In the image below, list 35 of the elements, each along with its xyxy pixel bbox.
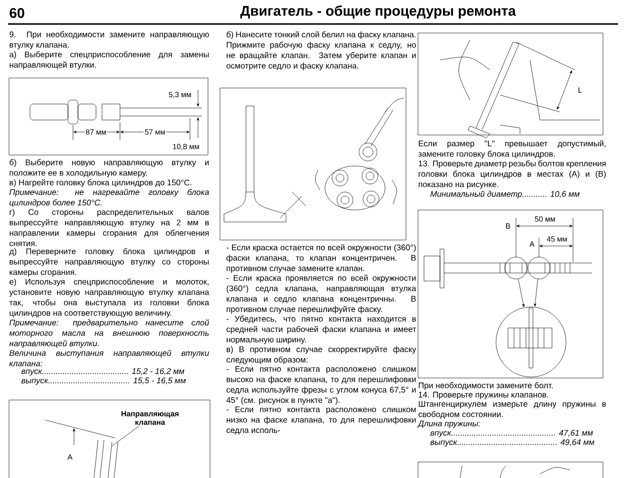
spec-row: впуск...................................... 15,2 - 16,2 мм xyxy=(21,368,184,376)
paragraph: е) Используя спецприспособление и молоток, установите новую направляющую втулку клапана так, чтобы она выступала из головки блока цилиндров на соответствующую величину. xyxy=(9,278,210,318)
paragraph: Длина пружины: xyxy=(417,420,480,428)
paragraph: - Если краска проявляется по всей окружности (360°) седла клапана, направляющая втулка клапана и седло клапана концентричны. В противном случае перешлифуйте фаску. xyxy=(226,274,416,314)
paragraph: - Если пятно контакта расположено слишком низко на фаске клапана, то для перешлифовки седла исполь- xyxy=(226,406,416,435)
paragraph: Примечание: предварительно нанесите слой моторного масла на внешнюю поверхность направляющей втулки. xyxy=(9,319,209,348)
paragraph: б) Нанесите тонкий слой белил на фаску клапана. Прижмите рабочую фаску клапана к седлу, но не вращайте клапан. Затем уберите клапан и осмотрите седло и фаску клапана. xyxy=(226,31,416,70)
paragraph: - Если пятно контакта расположено слишком высоко на фаске клапана, то для перешлифовки седла используйте фрезы с углом конуса 67,5° и 45° (см. рисунок в пункте "а"). xyxy=(226,366,416,405)
paragraph: а) Выберите спецприспособление для замены направляющей втулки. xyxy=(10,51,209,70)
paragraph: в) В противном случае скорректируйте фаску следующим образом: xyxy=(226,346,416,364)
paragraph: Примечание: не нагревайте головку блока цилиндров более 150°C. xyxy=(9,188,209,208)
paragraph: б) Выберите новую направляющую втулку и положите ее в холодильную камеру. xyxy=(10,159,209,178)
paragraph: г) Со стороны распределительных валов выпрессуйте направляющую втулку на 2 мм в направлении камеры сгорания для облегчения снятия. xyxy=(10,208,209,246)
spec-row: впуск.............................................. 47,61 мм xyxy=(430,430,593,438)
paragraph: 14. Проверьте пружины клапанов. xyxy=(418,392,548,400)
paragraph: 13. Проверьте диаметр резьбы болтов крепления головки блока цилиндров в местах (А) и (В) показано на рисунке. xyxy=(418,160,606,189)
detail-circle xyxy=(496,306,566,378)
page-number: 60 xyxy=(10,8,24,18)
paragraph: - Убедитесь, что пятно контакта находится в средней части рабочей фаски клапана и имеет нормальную ширину. xyxy=(226,316,416,344)
paragraph: Если размер "L" превышает допустимый, замените головку блока цилиндров. xyxy=(418,140,606,158)
paragraph: Штангенциркулем измерьте длину пружины в свободном состоянии. xyxy=(418,401,606,419)
paragraph: - Если краска остается по всей окружности (360°) фаски клапана, то клапан концентричен. В противном случае замените клапан. xyxy=(226,244,416,273)
arrow xyxy=(518,278,525,308)
paragraph: Величина выступания направляющей втулки клапана: xyxy=(9,350,210,366)
page-title: Двигатель - общие процедуры ремонта xyxy=(240,5,516,19)
leader-line xyxy=(112,426,140,446)
spec-row: выпуск............................................ 49,64 мм xyxy=(430,439,594,447)
spec-row: Минимальный диаметр........... 10,6 мм xyxy=(430,190,580,198)
spec-row: выпуск.................................... 15,5 - 16,5 мм xyxy=(21,378,186,385)
paragraph: д) Переверните головку блока цилиндров и выпрессуйте направляющую втулку со стороны камеры сгорания. xyxy=(9,248,209,277)
arrow xyxy=(534,278,538,307)
magnifier-circle xyxy=(504,256,528,280)
paragraph: 9. При необходимости замените направляющую втулку клапана. xyxy=(10,31,209,50)
paragraph: в) Нагрейте головку блока цилиндров до 150°C. xyxy=(10,179,192,187)
magnifier-circle xyxy=(528,256,550,280)
